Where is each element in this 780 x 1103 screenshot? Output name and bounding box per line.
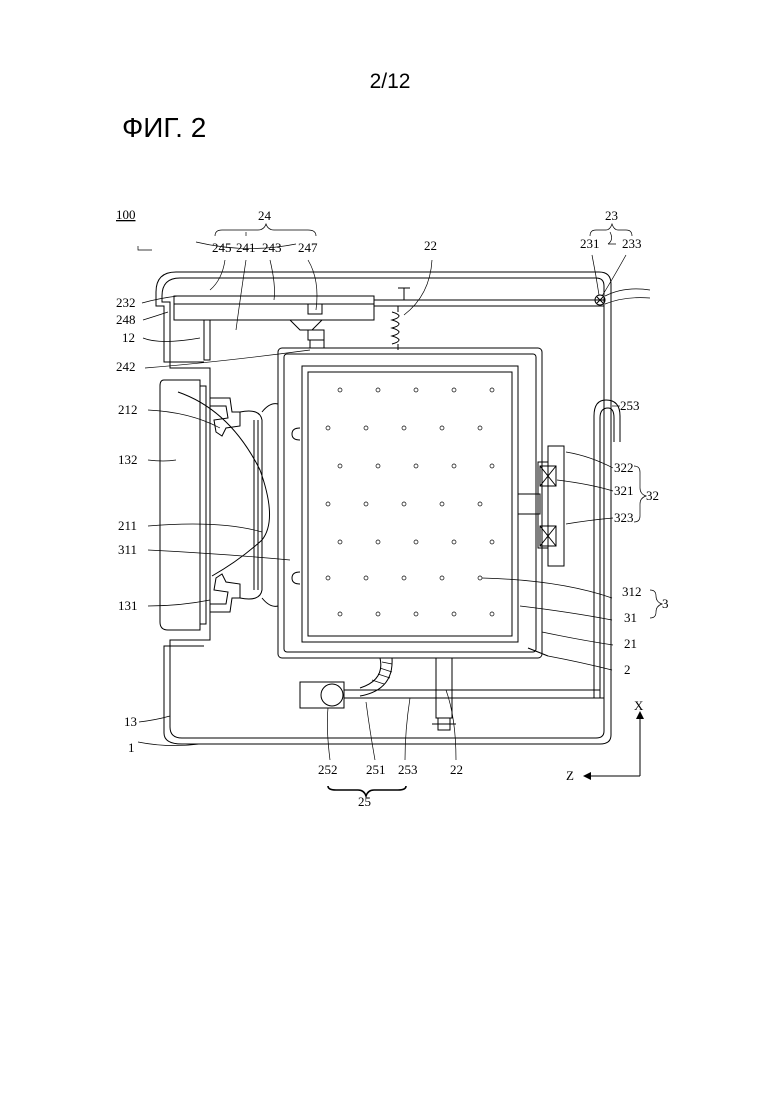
- label-12: 12: [122, 330, 135, 345]
- drum-hole: [402, 502, 406, 506]
- label-212: 212: [118, 402, 138, 417]
- label-23: 23: [605, 208, 618, 223]
- drum-hole: [376, 540, 380, 544]
- label-131: 131: [118, 598, 138, 613]
- tub: [278, 348, 542, 658]
- drum-hole: [364, 576, 368, 580]
- drum-hole: [440, 576, 444, 580]
- axis-x-label: X: [634, 698, 644, 713]
- label-25: 25: [358, 794, 371, 809]
- drum-hole: [376, 612, 380, 616]
- drum-hole: [338, 388, 342, 392]
- label-13: 13: [124, 714, 137, 729]
- drum-hole: [452, 540, 456, 544]
- label-233: 233: [622, 236, 642, 251]
- label-241: 241: [236, 240, 256, 255]
- label-311: 311: [118, 542, 137, 557]
- label-231: 231: [580, 236, 600, 251]
- axis-z-label: Z: [566, 768, 574, 783]
- drum-hole: [414, 464, 418, 468]
- braces: [215, 224, 662, 618]
- label-24: 24: [258, 208, 272, 223]
- label-132: 132: [118, 452, 138, 467]
- cabinet: [156, 272, 611, 744]
- door-gasket: [178, 392, 300, 612]
- label-21: 21: [624, 636, 637, 651]
- label-22-bottom: 22: [450, 762, 463, 777]
- drain-system: [300, 400, 620, 730]
- drum-hole: [338, 540, 342, 544]
- drum-hole: [490, 464, 494, 468]
- suspension-spring: [392, 306, 399, 350]
- drum-hole: [452, 464, 456, 468]
- label-1: 1: [128, 740, 135, 755]
- label-245: 245: [212, 240, 232, 255]
- label-2: 2: [624, 662, 631, 677]
- drum-hole: [490, 388, 494, 392]
- drum-holes: [326, 388, 494, 616]
- label-31: 31: [624, 610, 637, 625]
- drum-hole: [338, 612, 342, 616]
- drum-hole: [414, 388, 418, 392]
- drum-hole: [326, 576, 330, 580]
- label-248: 248: [116, 312, 136, 327]
- label-32: 32: [646, 488, 659, 503]
- drum-hole: [478, 576, 482, 580]
- motor: [518, 446, 564, 566]
- label-252: 252: [318, 762, 338, 777]
- label-312: 312: [622, 584, 642, 599]
- drum-hole: [440, 426, 444, 430]
- label-211: 211: [118, 518, 137, 533]
- drum-hole: [402, 426, 406, 430]
- label-242: 242: [116, 359, 136, 374]
- label-253-bottom: 253: [398, 762, 418, 777]
- drum-hole: [402, 576, 406, 580]
- drum-hole: [414, 612, 418, 616]
- leader-lines: [138, 232, 626, 796]
- drum-hole: [376, 464, 380, 468]
- label-232: 232: [116, 295, 136, 310]
- drum-hole: [414, 540, 418, 544]
- drum-hole: [326, 426, 330, 430]
- drum-hole: [478, 502, 482, 506]
- drum-hole: [452, 388, 456, 392]
- drum-hole: [376, 388, 380, 392]
- drum-hole: [490, 612, 494, 616]
- water-supply: [595, 289, 650, 305]
- drum-hole: [364, 502, 368, 506]
- drum-hole: [490, 540, 494, 544]
- drum-hole: [364, 426, 368, 430]
- drum-hole: [338, 464, 342, 468]
- label-321: 321: [614, 483, 634, 498]
- label-apparatus: 100: [116, 207, 136, 222]
- drum-hole: [326, 502, 330, 506]
- label-322: 322: [614, 460, 634, 475]
- label-253-right: 253: [620, 398, 640, 413]
- label-22-top: 22: [424, 238, 437, 253]
- drum-hole: [440, 502, 444, 506]
- label-251: 251: [366, 762, 386, 777]
- label-247: 247: [298, 240, 318, 255]
- drying-module: [174, 288, 604, 360]
- drum-hole: [478, 426, 482, 430]
- drum-hole: [452, 612, 456, 616]
- label-3: 3: [662, 596, 669, 611]
- label-243: 243: [262, 240, 282, 255]
- label-323: 323: [614, 510, 634, 525]
